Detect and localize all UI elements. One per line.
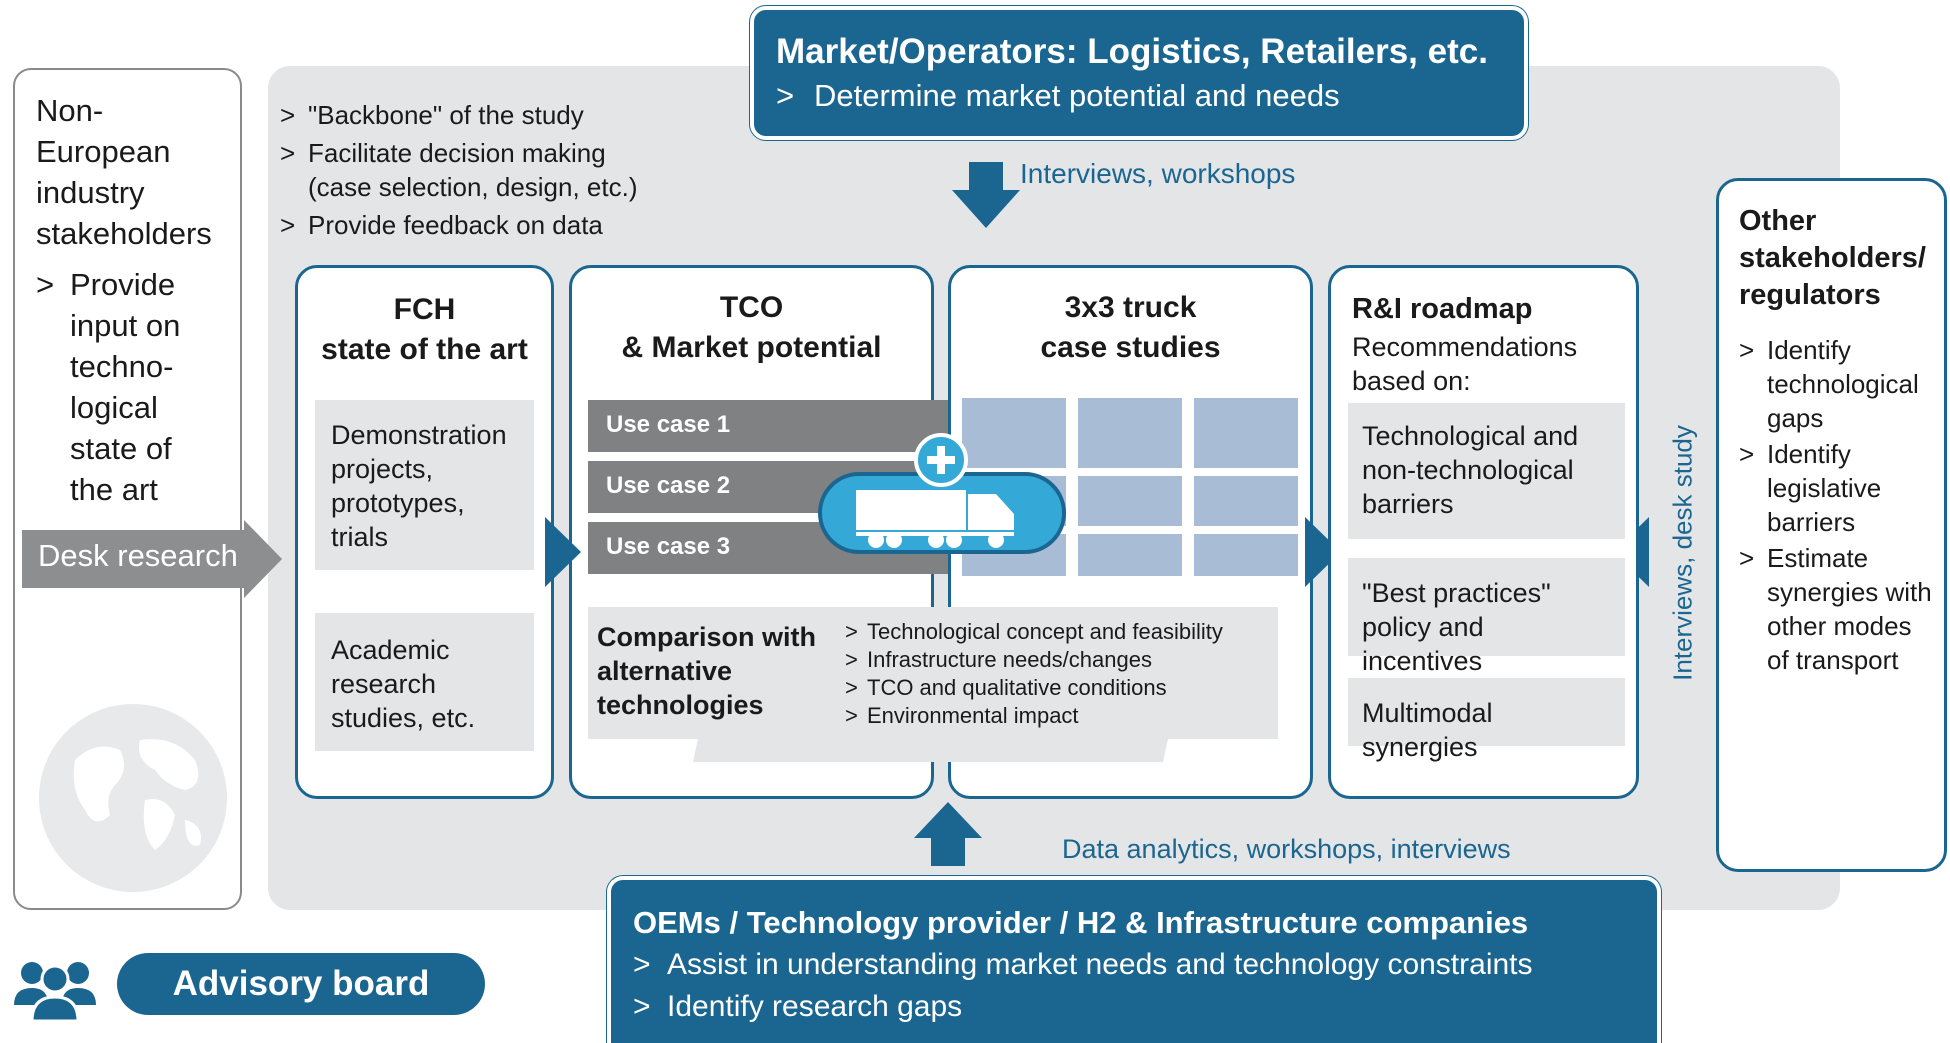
provide-input-bullet: > Provide input on techno- logical state… <box>36 267 181 507</box>
truck-title: 3x3 truck case studies <box>1040 291 1221 364</box>
criteria-item: >Environmental impact <box>845 703 1079 728</box>
comparison-criteria-list: >Technological concept and feasibility >… <box>845 618 1223 730</box>
tco-title: TCO & Market potential <box>621 291 882 364</box>
criteria-item: >Infrastructure needs/changes <box>845 647 1152 672</box>
right-arrow-icon <box>1305 517 1341 587</box>
comparison-title: Comparison with alternative technologies <box>597 622 817 720</box>
truck-icon <box>818 472 1066 554</box>
multimodal-synergies-box: Multimodal synergies <box>1348 678 1625 762</box>
desk-research-label: Desk research <box>38 538 238 573</box>
market-banner-title: Market/Operators: Logistics, Retailers, … <box>776 32 1488 71</box>
globe-icon <box>39 704 227 892</box>
backbone-item: >Facilitate decision making <box>280 138 606 168</box>
interviews-desk-study-label: Interviews, desk study <box>1667 425 1698 681</box>
up-arrow-icon <box>914 802 982 866</box>
barriers-box: Technological and non-technological barr… <box>1348 403 1625 539</box>
other-stakeholders-title: Other stakeholders/ regulators <box>1739 205 1926 311</box>
other-stakeholders-box: Other stakeholders/ regulators > Identif… <box>1716 178 1947 872</box>
grid-cell <box>962 398 1066 468</box>
non-european-title: Non- European industry stakeholders <box>36 93 212 251</box>
grid-cell <box>1194 534 1298 576</box>
best-practices-box: "Best practices" policy and incentives <box>1348 558 1625 676</box>
non-european-stakeholders-box: Non- European industry stakeholders > Pr… <box>13 68 242 910</box>
interviews-workshops-label: Interviews, workshops <box>1020 158 1296 189</box>
demonstration-projects-box: Demonstration projects, prototypes, tria… <box>315 400 534 570</box>
roadmap-subtitle: Recommendations based on: <box>1352 332 1578 396</box>
roadmap-title: R&I roadmap <box>1352 293 1533 325</box>
desk-research-arrow: Desk research <box>22 520 282 598</box>
plus-icon <box>914 433 968 487</box>
advisory-board-badge: Advisory board <box>117 953 485 1015</box>
desk-research-arrow-shape <box>22 520 282 598</box>
market-banner-bullet: >Determine market potential and needs <box>776 78 1340 113</box>
oem-banner-title: OEMs / Technology provider / H2 & Infras… <box>633 905 1529 940</box>
ri-roadmap-box: R&I roadmap Recommendations based on: Te… <box>1328 265 1639 799</box>
backbone-item: (case selection, design, etc.) <box>308 172 638 202</box>
academic-research-box: Academic research studies, etc. <box>315 613 534 751</box>
criteria-item: >Technological concept and feasibility <box>845 619 1223 644</box>
oem-banner-bullet: >Identify research gaps <box>633 990 963 1023</box>
fch-state-of-art-box: FCH state of the art Demonstration proje… <box>295 265 554 799</box>
right-arrow-icon <box>545 517 581 587</box>
grid-cell <box>1078 534 1182 576</box>
use-case-bar: Use case 1 <box>588 400 960 452</box>
grid-cell <box>1078 398 1182 468</box>
people-icon <box>14 962 96 1021</box>
oem-banner-bullet: >Assist in understanding market needs an… <box>633 948 1533 981</box>
down-arrow-icon <box>952 162 1020 228</box>
data-analytics-label: Data analytics, workshops, interviews <box>1062 834 1511 864</box>
grid-cell <box>1194 476 1298 526</box>
comparison-area-shape <box>588 607 1278 762</box>
backbone-item: >"Backbone" of the study <box>280 100 584 130</box>
backbone-list: >"Backbone" of the study >Facilitate dec… <box>280 96 638 244</box>
market-operators-banner: Market/Operators: Logistics, Retailers, … <box>750 6 1528 140</box>
oem-technology-banner: OEMs / Technology provider / H2 & Infras… <box>607 876 1661 1043</box>
backbone-item: >Provide feedback on data <box>280 210 603 240</box>
criteria-item: >TCO and qualitative conditions <box>845 675 1167 700</box>
grid-cell <box>1078 476 1182 526</box>
grid-cell <box>1194 398 1298 468</box>
fch-title: FCH state of the art <box>321 293 528 366</box>
case-study-grid <box>962 398 1302 576</box>
